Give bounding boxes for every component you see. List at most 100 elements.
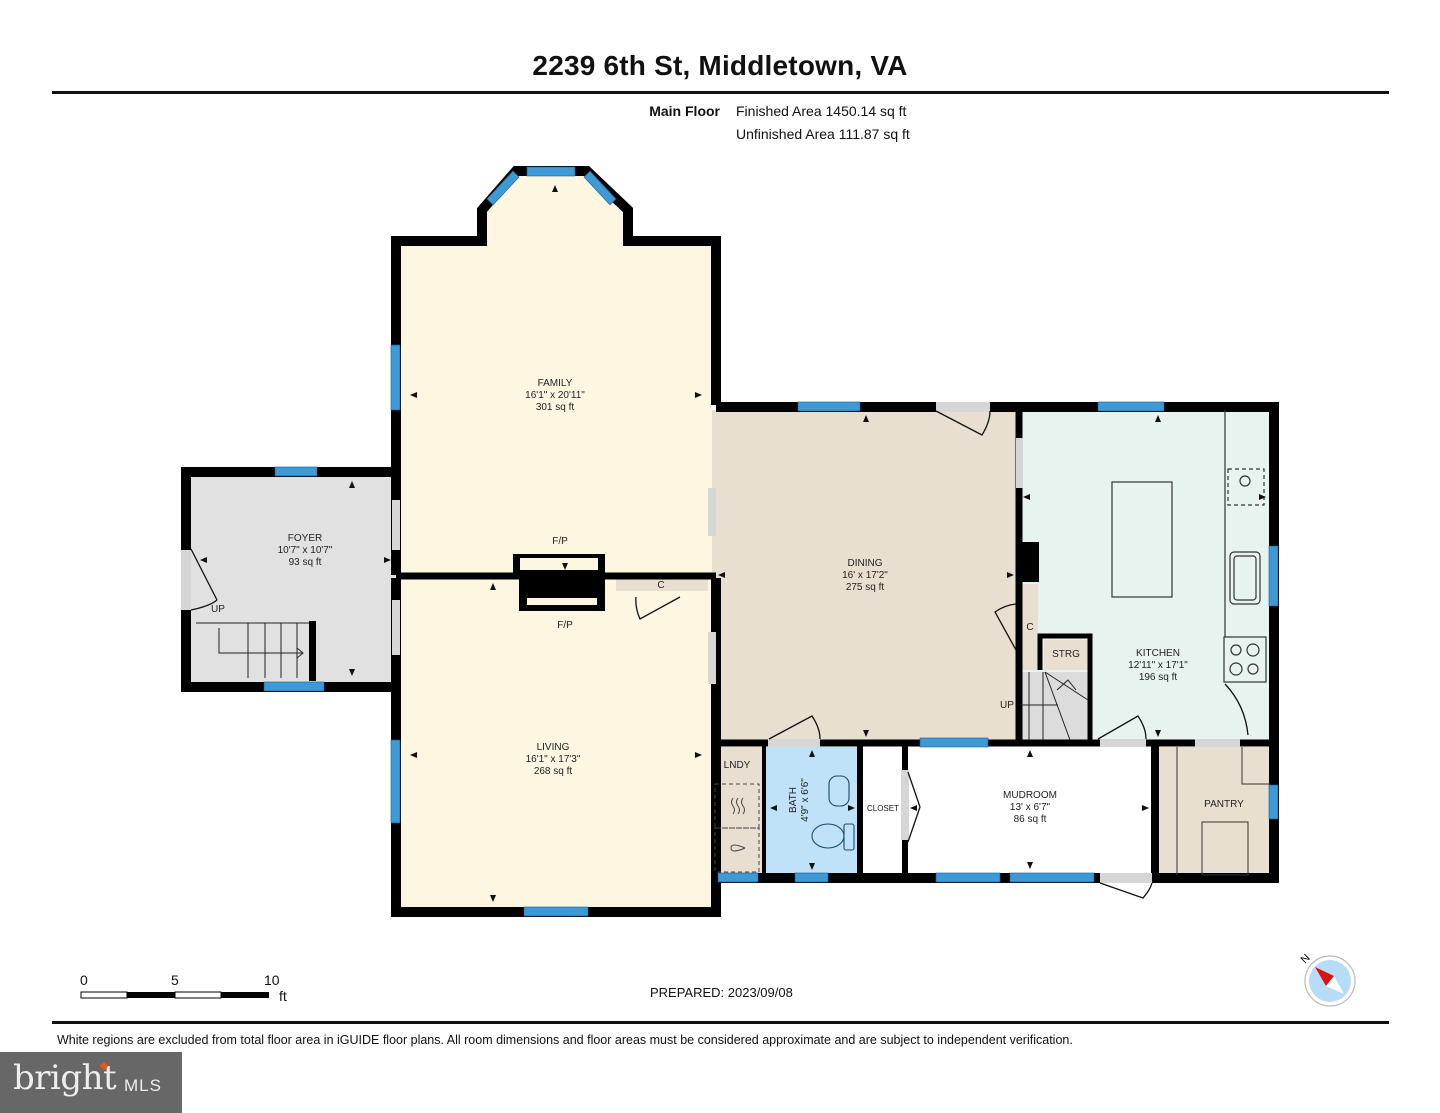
foyer-floor — [190, 473, 400, 683]
living-room-name: LIVING — [537, 742, 570, 753]
scale-tick-0: 0 — [80, 972, 88, 988]
kitchen-island — [1111, 481, 1173, 598]
foyer-name: FOYER — [288, 533, 322, 544]
fireplace-bottom-hearth — [519, 576, 605, 611]
closet-door[interactable] — [901, 770, 909, 840]
compass-icon: N — [1299, 952, 1356, 1007]
window — [583, 170, 617, 206]
closet-label: CLOSET — [867, 804, 899, 813]
scale-tick-10: 10 — [264, 972, 280, 988]
window — [1009, 872, 1095, 883]
kitchen-mudroom-door[interactable] — [1100, 739, 1146, 747]
bath-dims: 4'9" x 6'6" — [800, 778, 811, 822]
dining-bath-door[interactable] — [768, 739, 820, 747]
scale-unit: ft — [279, 988, 287, 1004]
dining-floor — [712, 410, 1020, 743]
window — [1097, 401, 1165, 412]
storage-label: STRG — [1052, 649, 1080, 660]
window — [526, 166, 576, 177]
window — [1268, 784, 1279, 820]
room-fills — [190, 175, 1272, 908]
bath-floor — [766, 747, 858, 875]
window — [390, 344, 401, 411]
foyer-stairs-up-label: UP — [211, 604, 225, 615]
living-room-floor — [400, 578, 712, 908]
mudroom-exterior-door[interactable] — [1100, 873, 1152, 883]
scale-tick-5: 5 — [171, 972, 179, 988]
dimension-markers — [200, 185, 1266, 902]
kitchen-pantry-opening — [1195, 739, 1240, 747]
foyer-family-opening — [392, 500, 400, 550]
mudroom-name: MUDROOM — [1003, 790, 1057, 801]
pantry-fixtures — [1176, 747, 1270, 876]
dining-kitchen-opening — [1016, 438, 1023, 488]
fireplace-label-bottom: F/P — [557, 620, 573, 631]
scale-bar-graphic — [80, 991, 269, 999]
closet-floor — [862, 747, 904, 875]
storage-floor — [1044, 640, 1088, 670]
finished-area: Finished Area 1450.14 sq ft — [736, 103, 907, 119]
door-swing — [935, 410, 991, 436]
washer-icon — [714, 827, 760, 873]
heat-icon — [731, 797, 745, 815]
door-swing — [190, 548, 218, 611]
door-swing — [768, 715, 821, 740]
page-title: 2239 6th St, Middletown, VA — [532, 50, 908, 81]
window — [263, 681, 325, 692]
stair-enclosure — [1037, 633, 1093, 743]
foyer-stairs — [196, 621, 316, 681]
living-dining-opening — [708, 632, 716, 684]
kitchen-name: KITCHEN — [1136, 648, 1180, 659]
door-swing — [1224, 683, 1249, 736]
foyer-dims: 10'7" x 10'7" — [278, 545, 333, 556]
window — [935, 872, 1001, 883]
dining-area: 275 sq ft — [846, 582, 885, 593]
floor-label: Main Floor — [649, 103, 720, 119]
door-swing — [635, 596, 681, 620]
window — [274, 466, 318, 477]
bath-fixtures — [811, 775, 855, 851]
family-room-floor — [400, 175, 712, 575]
door-swing — [1097, 715, 1147, 740]
dishwasher-icon — [1239, 475, 1251, 487]
compass-north-label: N — [1299, 952, 1313, 966]
footer-divider — [52, 1021, 1389, 1024]
pantry-floor — [1158, 747, 1272, 875]
window — [797, 401, 861, 412]
pantry-label: PANTRY — [1204, 799, 1244, 810]
family-room-area: 301 sq ft — [536, 402, 575, 413]
dining-stairs — [1020, 671, 1089, 741]
stove-icon — [1223, 636, 1267, 683]
window — [523, 906, 589, 917]
kitchen-fixtures — [1111, 410, 1267, 683]
laundry-fixtures — [714, 783, 760, 873]
windows — [263, 166, 1279, 917]
door-swing — [994, 603, 1017, 651]
dining-north-door[interactable] — [936, 402, 990, 412]
living-room-area: 268 sq ft — [534, 766, 573, 777]
bath-name: BATH — [788, 787, 799, 813]
mudroom-floor — [906, 747, 1152, 875]
window — [390, 739, 401, 824]
fireplace-top-inner — [520, 558, 598, 570]
room-labels: FAMILY 16'1" x 20'11" 301 sq ft FOYER 10… — [211, 378, 1244, 825]
logo-brand: bright — [13, 1058, 117, 1098]
fireplace — [513, 554, 605, 611]
kitchen-dims: 12'11" x 17'1" — [1128, 660, 1188, 671]
kitchen-area: 196 sq ft — [1139, 672, 1178, 683]
living-room-dims: 16'1" x 17'3" — [526, 754, 581, 765]
dining-dims: 16' x 17'2" — [842, 570, 888, 581]
disclaimer: White regions are excluded from total fl… — [57, 1033, 1073, 1047]
closet-c2-label: C — [1026, 622, 1033, 633]
bath-sink-icon — [828, 775, 850, 807]
laundry-label: LNDY — [724, 760, 751, 771]
header-divider — [52, 91, 1389, 94]
window — [794, 872, 829, 883]
closet-c2-floor — [1022, 584, 1038, 670]
foyer-door-opening[interactable] — [181, 550, 191, 610]
logo-suffix: MLS — [124, 1076, 162, 1095]
bright-mls-logo: bright MLS — [0, 1052, 182, 1113]
family-room-name: FAMILY — [538, 378, 573, 389]
stair-dining-floor — [1020, 672, 1088, 740]
